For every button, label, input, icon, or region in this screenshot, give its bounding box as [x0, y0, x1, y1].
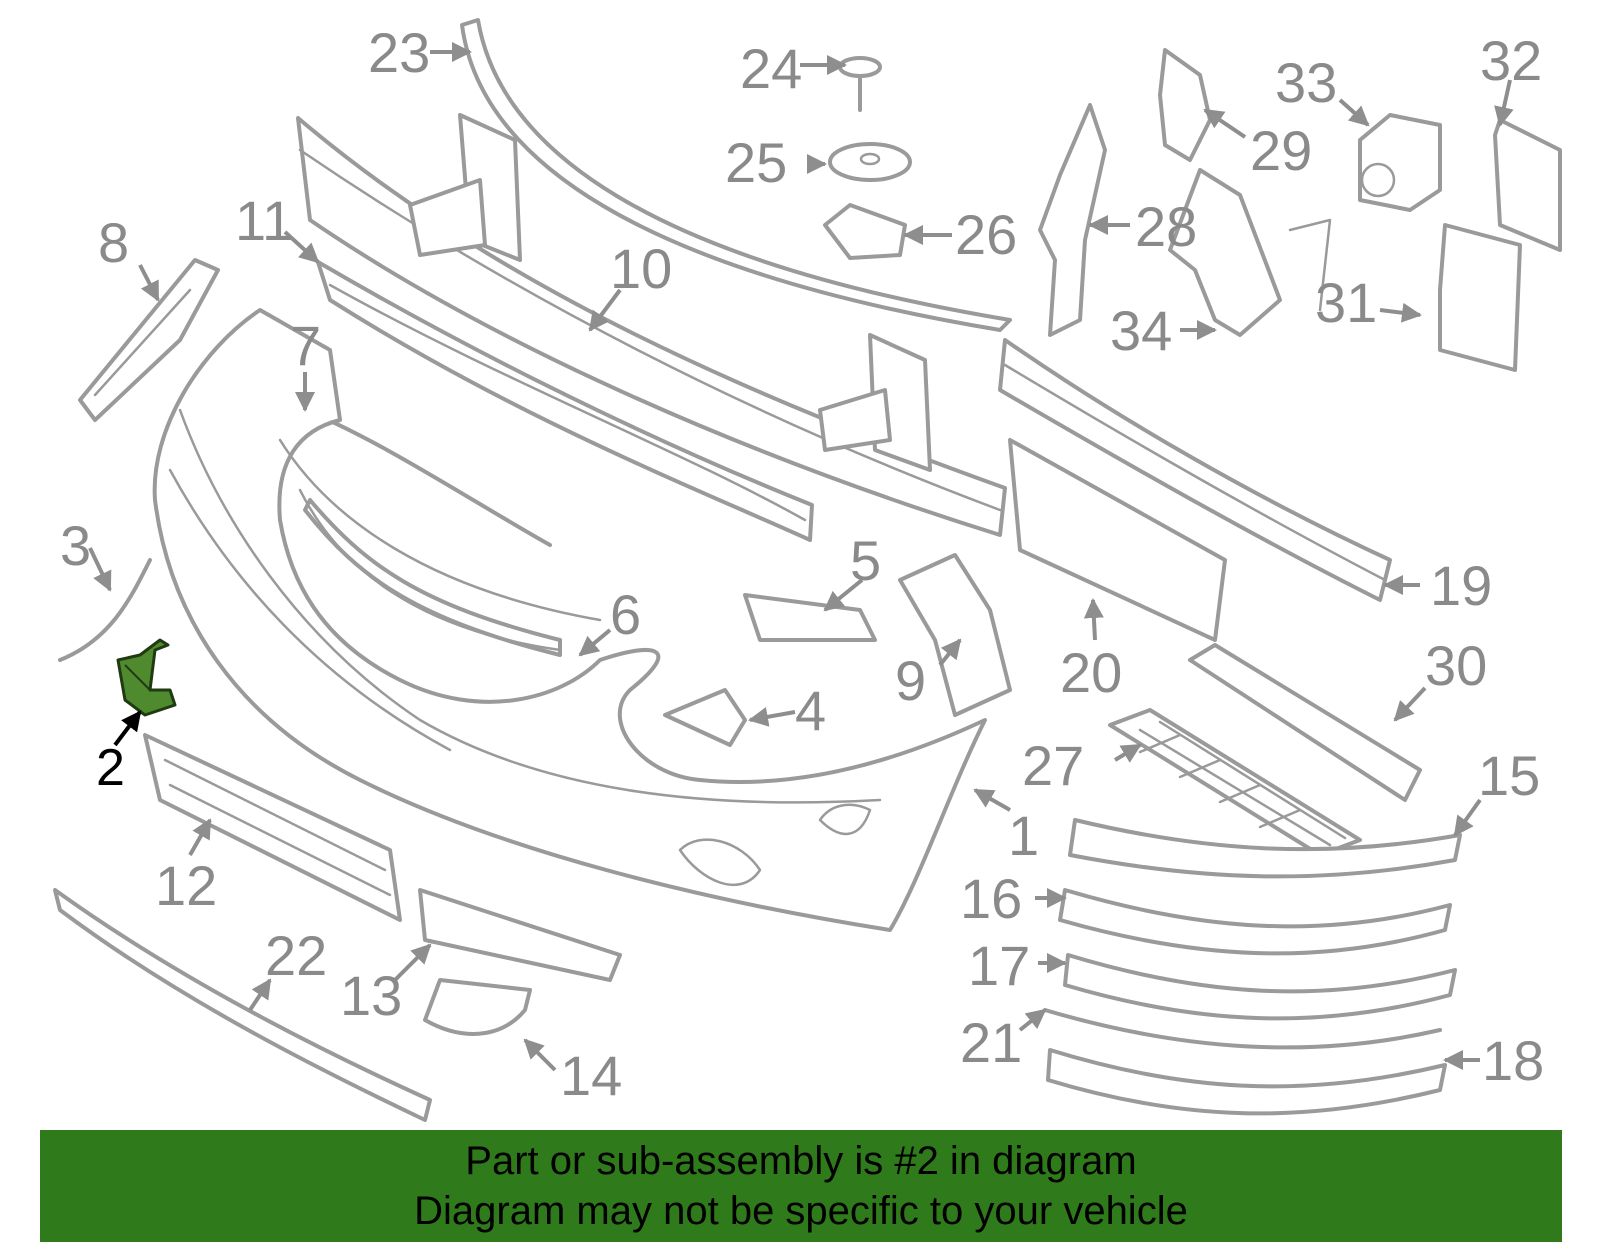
callout-3: 3 [60, 514, 91, 577]
part-21-molding [1043, 1008, 1442, 1050]
callout-23: 23 [368, 21, 430, 84]
part-5-bracket [743, 593, 877, 642]
part-27-lower-grille [1108, 708, 1362, 857]
callout-25: 25 [725, 131, 787, 194]
part-17-molding [1063, 953, 1457, 1021]
part-31-radar-unit [1438, 223, 1522, 372]
part-15-molding [1068, 818, 1462, 879]
callout-34: 34 [1110, 299, 1172, 362]
callout-labels: 23 24 25 26 28 29 33 32 31 34 8 11 10 7 … [60, 21, 1544, 1107]
callout-29: 29 [1250, 119, 1312, 182]
callout-8: 8 [98, 211, 129, 274]
callout-1: 1 [1008, 804, 1039, 867]
part-20-license-bracket [1008, 438, 1227, 642]
part-33-sensor [1358, 113, 1442, 212]
banner-line-disclaimer: Diagram may not be specific to your vehi… [414, 1189, 1188, 1233]
callout-28: 28 [1135, 195, 1197, 258]
part-9-air-duct [898, 553, 1012, 717]
info-banner: Part or sub-assembly is #2 in diagram Di… [40, 1130, 1562, 1242]
callout-14: 14 [560, 1044, 622, 1107]
part-13-fog-grille [418, 888, 622, 982]
part-6-grille-trim [303, 498, 562, 657]
callout-31: 31 [1315, 271, 1377, 334]
part-26-clip [823, 203, 907, 260]
callout-22: 22 [265, 924, 327, 987]
part-2-highlighted-bracket [116, 638, 177, 717]
callout-24: 24 [740, 37, 802, 100]
part-10-reinforcement-beam [296, 113, 1007, 537]
callout-18: 18 [1482, 1029, 1544, 1092]
callout-33: 33 [1275, 51, 1337, 114]
callout-13: 13 [340, 964, 402, 1027]
callout-21: 21 [960, 1011, 1022, 1074]
callout-11: 11 [235, 189, 293, 252]
part-18-molding [1046, 1048, 1447, 1116]
callout-20: 20 [1060, 641, 1122, 704]
callout-2: 2 [96, 739, 125, 797]
part-32-cover-plate [1493, 118, 1562, 252]
part-11-bracket-strip [316, 260, 814, 542]
callout-10: 10 [610, 237, 672, 300]
part-3-strip [58, 558, 152, 662]
part-7-seal-strip [303, 408, 552, 547]
part-23-upper-trim [460, 18, 1012, 332]
part-29-bracket [1158, 48, 1212, 162]
callout-26: 26 [955, 203, 1017, 266]
part-4-cover [663, 688, 747, 747]
callout-6: 6 [610, 583, 641, 646]
part-12-grille [143, 733, 402, 922]
callout-32: 32 [1480, 29, 1542, 92]
callout-27: 27 [1022, 734, 1084, 797]
callout-15: 15 [1478, 744, 1540, 807]
leader-lines [88, 42, 1514, 1072]
callout-5: 5 [850, 529, 881, 592]
part-1-bumper-cover [152, 308, 987, 932]
part-22-lower-trim [53, 888, 432, 1122]
callout-16: 16 [960, 867, 1022, 930]
part-14-fog-cover [423, 978, 532, 1036]
part-8-side-bracket [78, 258, 220, 422]
callout-9: 9 [895, 649, 926, 712]
part-25-washer [828, 142, 912, 182]
part-28-bracket [1038, 103, 1107, 337]
part-30-lower-bracket [1188, 643, 1422, 802]
callout-17: 17 [968, 934, 1030, 997]
callout-4: 4 [795, 679, 826, 742]
callout-30: 30 [1425, 634, 1487, 697]
part-16-molding [1058, 888, 1452, 956]
callout-7: 7 [290, 314, 321, 377]
callout-19: 19 [1430, 554, 1492, 617]
part-24-bolt [838, 56, 882, 112]
part-34-mount-bracket [1168, 168, 1332, 337]
callout-12: 12 [155, 854, 217, 917]
banner-line-part: Part or sub-assembly is #2 in diagram [465, 1139, 1137, 1183]
